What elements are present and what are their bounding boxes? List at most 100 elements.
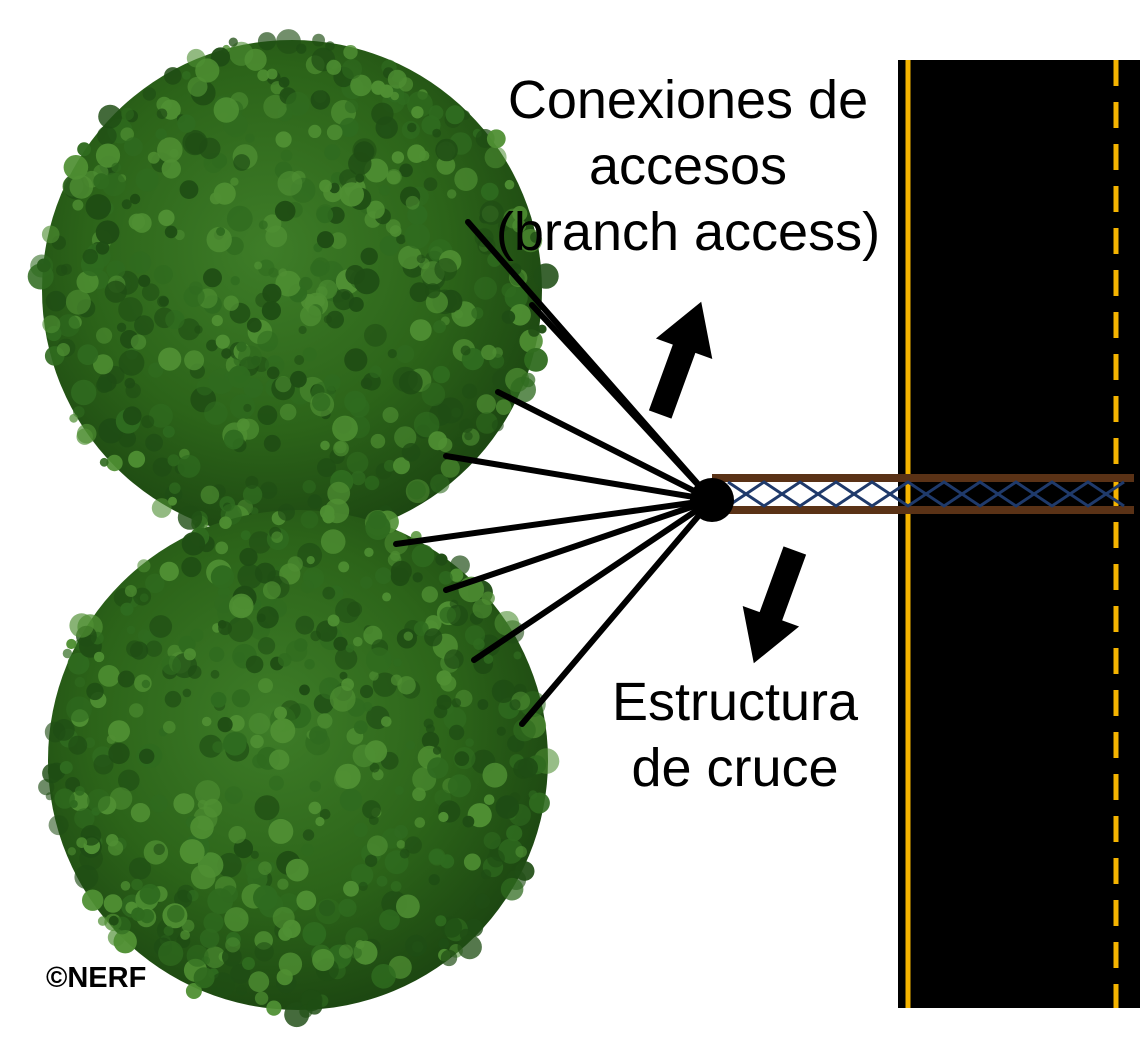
leaf-cluster — [277, 653, 292, 667]
leaf-cluster — [177, 454, 201, 478]
leaf-cluster — [108, 742, 130, 765]
leaf-cluster — [74, 786, 85, 796]
leaf-cluster — [310, 90, 331, 110]
branch-access-line — [519, 497, 715, 727]
leaf-cluster — [312, 33, 325, 47]
leaf-cluster — [409, 319, 432, 341]
leaf-cluster — [223, 295, 239, 311]
leaf-cluster — [360, 576, 373, 589]
leaf-cluster — [179, 180, 199, 200]
leaf-cluster — [396, 894, 420, 919]
leaf-cluster — [504, 179, 515, 190]
leaf-cluster — [52, 719, 75, 741]
leaf-cluster — [42, 315, 61, 334]
leaf-cluster — [500, 877, 524, 901]
leaf-cluster — [320, 440, 330, 451]
leaf-cluster — [257, 330, 279, 352]
leaf-cluster — [355, 173, 365, 183]
leaf-cluster — [261, 301, 281, 321]
leaf-cluster — [98, 665, 120, 687]
leaf-cluster — [435, 553, 448, 566]
leaf-cluster — [315, 898, 342, 925]
leaf-cluster — [68, 735, 88, 755]
leaf-cluster — [142, 87, 156, 101]
leaf-cluster — [245, 133, 255, 143]
leaf-cluster — [248, 971, 270, 993]
leaf-cluster — [106, 734, 116, 745]
leaf-cluster — [435, 915, 447, 927]
leaf-cluster — [368, 510, 387, 530]
leaf-cluster — [269, 749, 290, 770]
leaf-cluster — [103, 894, 123, 913]
leaf-cluster — [386, 170, 401, 185]
leaf-cluster — [351, 470, 366, 486]
leaf-cluster — [223, 732, 247, 756]
branch-access-line — [443, 497, 715, 593]
leaf-cluster — [250, 507, 259, 516]
leaf-cluster — [325, 41, 335, 51]
leaf-cluster — [139, 883, 161, 905]
leaf-cluster — [434, 258, 458, 281]
leaf-cluster — [355, 940, 365, 949]
leaf-cluster — [108, 840, 124, 856]
leaf-cluster — [389, 225, 402, 237]
leaf-cluster — [275, 270, 302, 297]
leaf-cluster — [158, 347, 182, 371]
leaf-cluster — [295, 615, 315, 635]
leaf-cluster — [524, 348, 548, 372]
leaf-cluster — [254, 991, 269, 1005]
road-surface — [898, 60, 1140, 1008]
leaf-cluster — [381, 716, 392, 727]
leaf-cluster — [375, 567, 392, 585]
crossing-structure-label-line: Estructura — [611, 672, 859, 732]
leaf-cluster — [195, 58, 220, 83]
leaf-cluster — [257, 405, 278, 425]
leaf-cluster — [332, 415, 358, 442]
leaf-cluster — [440, 458, 460, 478]
leaf-cluster — [148, 403, 173, 428]
leaf-cluster — [353, 636, 363, 647]
leaf-cluster — [375, 116, 398, 139]
leaf-cluster — [366, 647, 392, 673]
branch-access-line — [471, 497, 715, 663]
leaf-cluster — [95, 220, 120, 245]
leaf-cluster — [427, 757, 449, 779]
leaf-cluster — [317, 713, 333, 729]
leaf-cluster — [457, 934, 482, 960]
leaf-cluster — [513, 651, 522, 660]
leaf-cluster — [74, 865, 99, 889]
leaf-cluster — [399, 163, 413, 178]
leaf-cluster — [69, 413, 79, 423]
leaf-cluster — [407, 204, 428, 225]
leaf-cluster — [257, 32, 277, 51]
leaf-cluster — [319, 505, 335, 520]
leaf-cluster — [285, 91, 310, 116]
leaf-cluster — [278, 952, 303, 976]
branch-access-line — [529, 302, 715, 503]
leaf-cluster — [155, 128, 167, 140]
leaf-cluster — [309, 780, 321, 792]
leaf-cluster — [67, 652, 90, 675]
leaf-cluster — [513, 718, 536, 742]
leaf-cluster — [228, 715, 245, 732]
leaf-cluster — [300, 580, 314, 594]
leaf-cluster — [338, 944, 353, 959]
leaf-cluster — [394, 426, 417, 449]
leaf-cluster — [236, 341, 247, 352]
leaf-cluster — [370, 433, 386, 449]
branch-access-line — [443, 453, 715, 503]
leaf-cluster — [120, 602, 134, 616]
leaf-cluster — [131, 878, 143, 891]
leaf-cluster — [93, 173, 110, 190]
leaf-cluster — [430, 474, 450, 494]
leaf-cluster — [421, 586, 438, 603]
leaf-cluster — [435, 138, 458, 162]
leaf-cluster — [392, 366, 418, 392]
leaf-cluster — [228, 826, 246, 844]
leaf-cluster — [319, 179, 332, 193]
leaf-cluster — [258, 678, 273, 694]
leaf-cluster — [210, 972, 235, 998]
leaf-cluster — [181, 919, 195, 933]
leaf-cluster — [223, 429, 244, 450]
leaf-cluster — [404, 223, 431, 249]
